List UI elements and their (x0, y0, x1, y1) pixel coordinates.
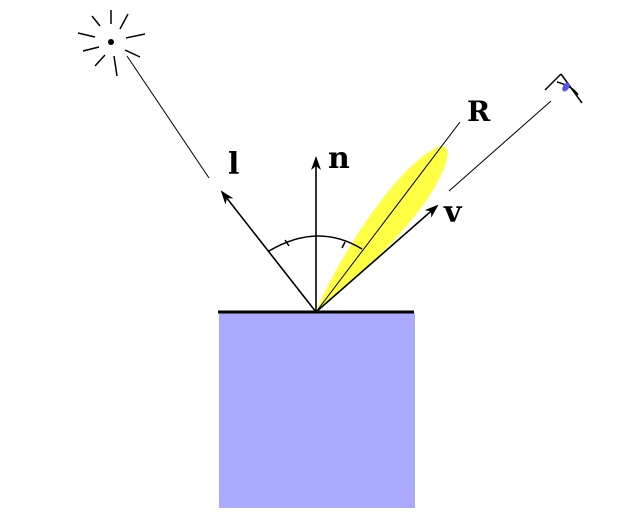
eye-icon (544, 73, 583, 104)
angle-tick-right (341, 241, 346, 249)
angle-tick-left (284, 239, 290, 247)
view-vector-label: v (443, 195, 463, 230)
light-vector-arrow (220, 190, 317, 313)
reflection-line (315, 121, 461, 313)
view-vector-arrow (315, 204, 439, 313)
light-vector-label: l (228, 147, 239, 182)
surface-block (219, 313, 415, 508)
light-ray (126, 55, 210, 179)
sun-icon (77, 10, 146, 77)
view-ray (448, 100, 552, 192)
normal-vector-label: n (328, 141, 350, 176)
specular-lobe (316, 146, 448, 312)
reflection-vector-label: R (467, 95, 491, 128)
